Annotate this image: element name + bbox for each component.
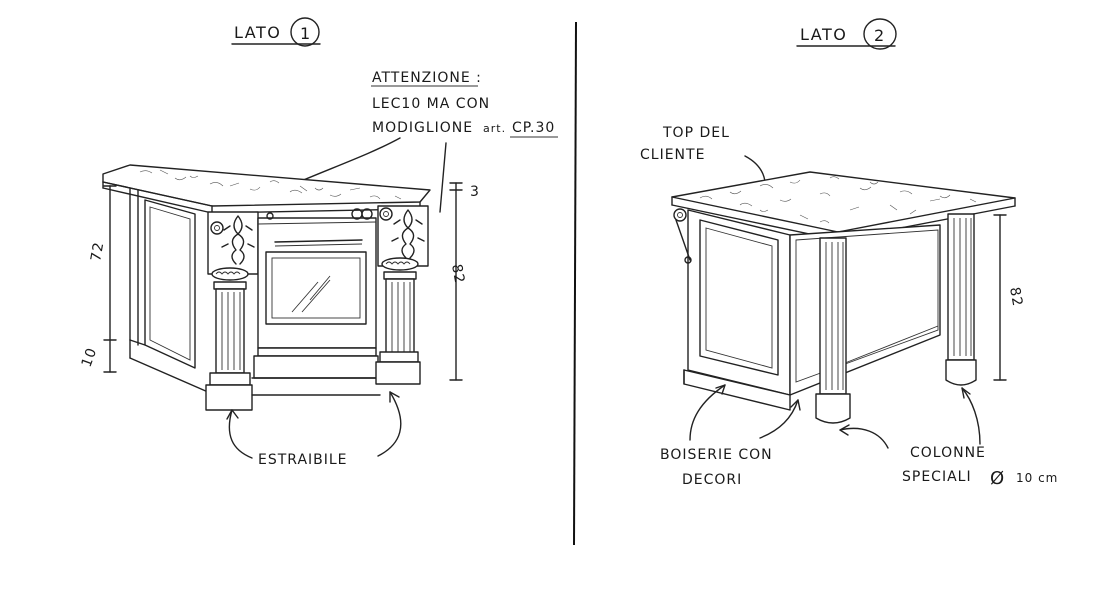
side2-column-back-base [945,359,977,386]
side1-note-pointer [439,142,447,213]
side1-right-plinth [375,361,421,385]
side2-top-label-line2: CLIENTE [640,147,705,163]
side1-title-word: LATO [234,23,281,42]
side2-boiserie-line2: DECORI [682,472,742,488]
side1-title: LATO 1 [231,17,321,47]
side1-dim-top: 3 [470,184,480,200]
side1-right-pilaster [375,205,429,385]
side1-oven [251,208,381,396]
side1-drawing: LATO 1 ATTENZIONE : LEC10 MA CON MODIGLI… [79,17,558,468]
side1-oven-window [265,251,367,325]
side1-dim-base: 10 [79,345,101,369]
side2-title: LATO 2 [796,18,897,50]
side1-bottom-callout: ESTRAIBILE [226,391,402,468]
side2-drawing: LATO 2 TOP DEL CLIENTE [640,18,1058,489]
side1-oven-handle [274,239,363,243]
side1-number-circle [290,17,320,47]
side1-left-corbel-leaf [221,215,255,265]
side2-cabinet [673,208,941,411]
side1-note-line2-prefix: MODIGLIONE [372,120,473,136]
side1-note-line2-abbr: art. [483,122,506,135]
side2-diameter-symbol: Ø [990,468,1006,489]
side1-note-heading: ATTENZIONE : [372,70,482,86]
side2-colonne-line2-prefix: SPECIALI [902,469,972,485]
side1-dimensions: 72 10 82 3 [79,142,480,381]
side2-boiserie-panel-left [699,219,779,376]
side2-title-number: 2 [874,26,886,45]
side2-colonne-line1: COLONNE [910,445,986,461]
side2-title-word: LATO [800,25,847,44]
side1-left-plinth [205,384,253,411]
side2-callouts: BOISERIE CON DECORI COLONNE SPECIALI Ø 1… [660,384,1058,489]
side2-boiserie-line1: BOISERIE CON [660,447,773,463]
side2-column-front [815,237,851,424]
side1-note-line1: LEC10 MA CON [372,96,490,112]
side1-label-bottom: ESTRAIBILE [258,452,348,468]
side2-dimensions: 82 [993,214,1025,381]
side1-note-line2-code: CP.30 [512,120,555,136]
side1-drawer [253,355,379,379]
side1-title-number: 1 [300,24,312,43]
side1-dim-total: 82 [448,263,467,285]
side1-right-corbel-leaf [391,209,425,259]
side2-number-circle [863,18,897,50]
side2-diameter-value: 10 cm [1016,471,1058,485]
side2-column-back [945,213,977,386]
side1-left-pilaster [205,211,259,411]
side2-dim-total: 82 [1006,286,1025,308]
page-divider [573,21,577,546]
side1-dim-height: 72 [88,240,107,262]
side2-top-label-line1: TOP DEL [662,125,730,141]
side2-column-front-base [815,393,851,424]
side1-side-panel [129,187,209,393]
side2-top-label: TOP DEL CLIENTE [640,125,770,201]
